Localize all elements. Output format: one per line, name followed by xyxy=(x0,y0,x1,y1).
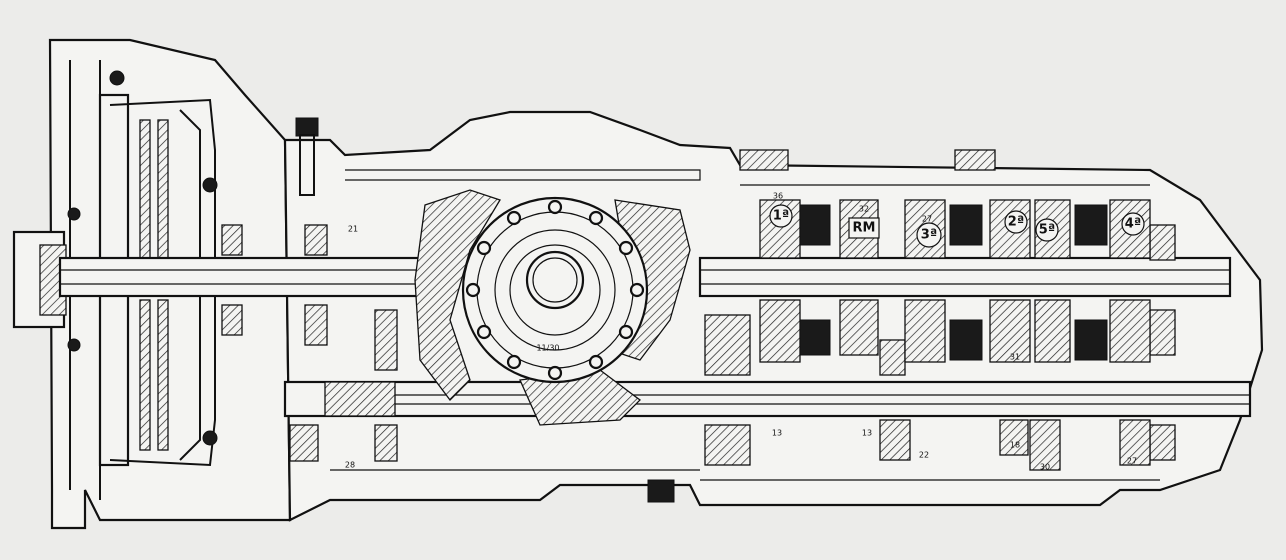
gear-label-reverse: RM xyxy=(853,221,876,236)
gear-label-first-bg xyxy=(769,204,793,228)
gear-label-fourth: 4ª xyxy=(1125,217,1141,232)
gear-label-fifth: 5ª xyxy=(1039,223,1055,238)
bearing-rear-bottom xyxy=(1149,424,1176,461)
gear-labels: 1ª RM 3ª 2ª 5ª 4ª xyxy=(769,204,1145,248)
part-number-36: 36 xyxy=(773,192,783,201)
gear-label-reverse-bg xyxy=(848,217,880,239)
bearing-output-mid xyxy=(374,424,398,462)
main-shaft xyxy=(58,256,1232,298)
synchro-3-2 xyxy=(949,204,983,246)
carrier-bolts xyxy=(465,199,645,381)
gear-label-second: 2ª xyxy=(1008,215,1024,230)
part-number-28: 28 xyxy=(345,461,355,470)
clutch-disc-1 xyxy=(139,119,151,271)
clutch-disc-2b xyxy=(157,299,169,451)
gear-label-fifth-bg xyxy=(1035,218,1059,242)
gear-label-third-bg xyxy=(916,222,942,248)
part-number-27-upper: 27 xyxy=(922,215,932,224)
bearing-output-front xyxy=(289,424,319,462)
side-gear-spline xyxy=(525,250,585,310)
lower-gear-set xyxy=(759,299,1151,471)
part-number-22: 22 xyxy=(919,451,929,460)
bearing-input-rear xyxy=(221,304,243,336)
bearing-intermediate-top xyxy=(304,224,328,256)
clutch-disc-1b xyxy=(139,299,151,451)
clutch-disc-2 xyxy=(157,119,169,271)
drain-plug xyxy=(647,479,675,503)
part-number-21: 21 xyxy=(348,225,358,234)
gear-label-third: 3ª xyxy=(921,228,937,243)
synchro-1-r xyxy=(799,204,831,246)
synchro-5-4 xyxy=(1074,204,1108,246)
bearing-input-front xyxy=(221,224,243,256)
part-number-13-left: 13 xyxy=(772,429,782,438)
part-numbers: 36 32 27 21 13 13 22 18 30 27 31 28 xyxy=(345,192,1137,472)
gear-label-first: 1ª xyxy=(773,209,789,224)
part-number-32: 32 xyxy=(859,205,869,214)
gear-label-second-bg xyxy=(1004,210,1028,234)
bearing-pinion-lower xyxy=(704,424,751,466)
bearings xyxy=(221,224,1176,466)
differential: 11/30 xyxy=(414,189,691,426)
bearing-pinion xyxy=(704,314,751,376)
part-number-30: 30 xyxy=(1040,463,1050,472)
part-number-18: 18 xyxy=(1010,441,1020,450)
bearing-rear-mid xyxy=(1149,309,1176,356)
gear-label-fourth-bg xyxy=(1121,212,1145,236)
bearing-rear-top xyxy=(1149,224,1176,261)
part-number-31: 31 xyxy=(1010,353,1020,362)
part-number-13-right: 13 xyxy=(862,429,872,438)
ring-gear-ratio: 11/30 xyxy=(536,344,559,353)
bearing-intermediate-bottom xyxy=(304,304,328,346)
bearing-pinion-top xyxy=(374,309,398,371)
part-number-27-lower: 27 xyxy=(1127,457,1137,466)
output-shaft xyxy=(283,380,1252,418)
ring-gear xyxy=(414,189,501,401)
